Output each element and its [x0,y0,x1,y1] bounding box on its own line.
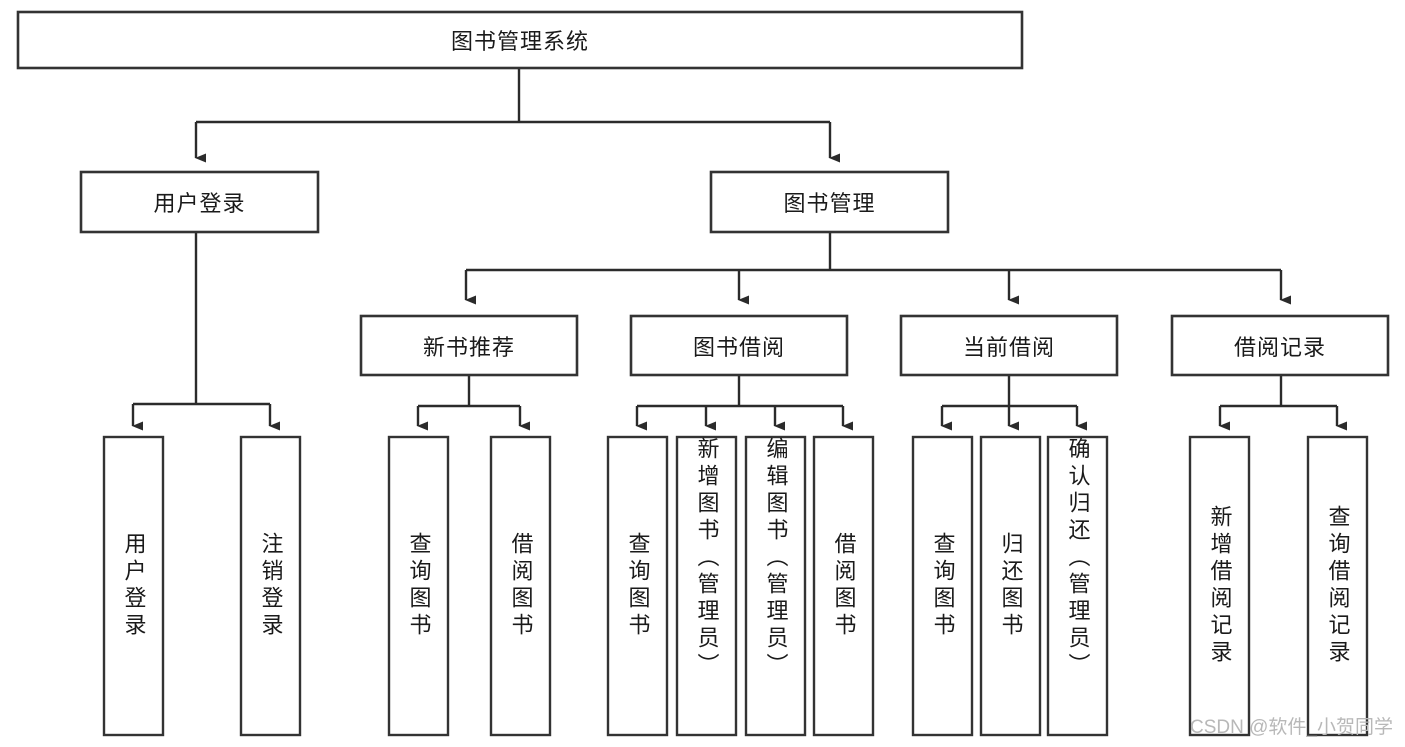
connector-group-user-login [131,232,280,431]
connector-group-current-borrow [940,375,1087,431]
node-box-borrow-record[interactable] [1170,314,1390,377]
node-box-leaf-book-borrow-3[interactable] [744,435,807,737]
node-box-leaf-current-borrow-1[interactable] [911,435,974,737]
node-box-leaf-book-borrow-4[interactable] [812,435,875,737]
node-box-leaf-current-borrow-3[interactable] [1046,435,1109,737]
node-box-leaf-new-book-1[interactable] [387,435,450,737]
node-box-book-borrow[interactable] [629,314,849,377]
node-box-leaf-current-borrow-2[interactable] [979,435,1042,737]
node-box-leaf-user-login-2[interactable] [239,435,302,737]
connector-group-new-book-recommend [416,375,530,431]
node-box-leaf-new-book-2[interactable] [489,435,552,737]
node-box-user-login[interactable] [79,170,320,234]
node-box-current-borrow[interactable] [899,314,1119,377]
node-box-book-management[interactable] [709,170,950,234]
connector-group-book-borrow [635,375,853,431]
node-box-leaf-borrow-record-2[interactable] [1306,435,1369,737]
node-box-leaf-borrow-record-1[interactable] [1188,435,1251,737]
node-box-leaf-user-login-1[interactable] [102,435,165,737]
connector-group-root [194,68,840,163]
connector-group-book-management [464,232,1291,305]
node-box-new-book-recommend[interactable] [359,314,579,377]
node-box-leaf-book-borrow-1[interactable] [606,435,669,737]
node-box-root[interactable] [16,10,1024,70]
connector-group-borrow-record [1218,375,1347,431]
node-box-leaf-book-borrow-2[interactable] [675,435,738,737]
